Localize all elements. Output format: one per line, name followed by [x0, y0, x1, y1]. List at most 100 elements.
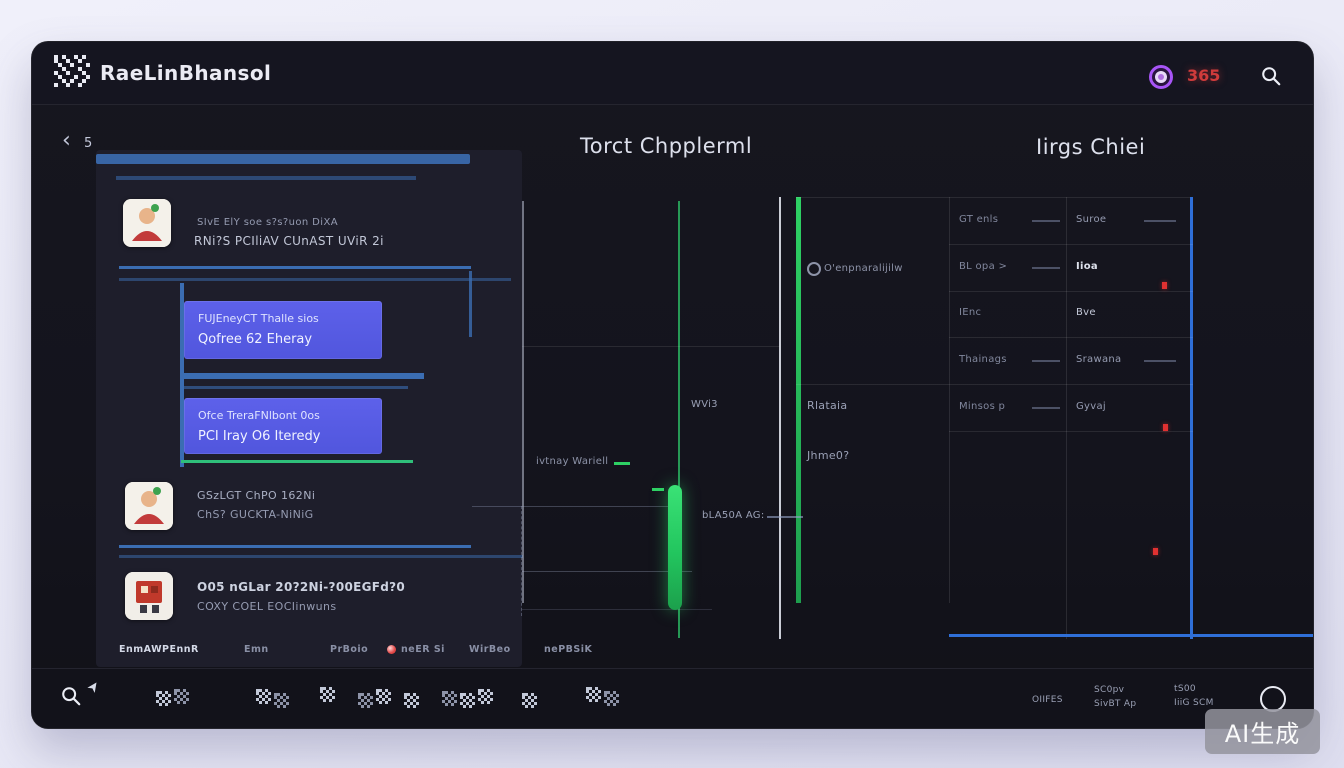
chart-label: O'enpnaralijilw — [824, 263, 903, 274]
chart-vline — [779, 197, 781, 639]
sparkline-dash — [1032, 267, 1060, 269]
divider — [184, 373, 424, 379]
avatar — [125, 482, 173, 530]
divider — [184, 386, 408, 389]
tab-1[interactable]: Emn — [244, 644, 269, 655]
chart-label: bLA50A AG: — [702, 510, 765, 521]
titlebar: RaeLinBhansol 365 — [32, 42, 1313, 105]
table-vline-blue — [1190, 197, 1193, 639]
item-subtitle: SIvE ElY soe s?s?uon DiXA — [197, 217, 338, 228]
chart-label: Rlataia — [807, 399, 848, 412]
toolbar-icon[interactable] — [522, 693, 525, 696]
item-subtitle: COXY COEL EOCIinwuns — [197, 600, 337, 613]
green-divider — [181, 460, 413, 463]
app-window: RaeLinBhansol 365 ‹ 5 Torct Chpplerml Ii… — [31, 41, 1314, 729]
sparkline-dash — [1032, 407, 1060, 409]
app-title: RaeLinBhansol — [100, 61, 272, 85]
table-row-value[interactable]: Iioa — [1076, 261, 1098, 272]
tab-4[interactable]: WirBeo — [469, 644, 511, 655]
selected-card[interactable]: FUJEneyCT Thalle sios Qofree 62 Eheray — [184, 301, 382, 359]
list-item[interactable]: O05 nGLar 20?2Ni-?00EGFd?0 COXY COEL EOC… — [119, 567, 519, 629]
toolbar-icon[interactable] — [586, 687, 589, 690]
group-border — [180, 283, 184, 467]
toolbar-status-label: IiiG SCM — [1174, 698, 1214, 708]
column-header-right: Iirgs Chiei — [1036, 135, 1146, 159]
table-gridline — [949, 431, 1193, 432]
table-row-name[interactable]: IEnc — [959, 307, 982, 318]
table-gridline — [796, 384, 1193, 385]
sparkline-dash — [1032, 220, 1060, 222]
table-vline — [949, 197, 950, 603]
table-gridline — [949, 337, 1193, 338]
toolbar-icon[interactable] — [442, 691, 445, 694]
back-chevron-icon[interactable]: ‹ — [62, 128, 71, 153]
table-gridline — [949, 244, 1193, 245]
table-row-name[interactable]: GT enls — [959, 214, 999, 225]
tab-3[interactable]: neER Si — [401, 644, 445, 655]
list-item[interactable]: GSzLGT ChPO 162Ni ChS? GUCKTA-NiNiG — [119, 477, 489, 539]
toolbar-icon[interactable] — [604, 691, 607, 694]
chart-gridline — [522, 571, 692, 572]
divider — [119, 555, 523, 558]
table-row-name[interactable]: BL opa > — [959, 261, 1008, 272]
group-border — [469, 271, 472, 337]
toolbar-icon[interactable] — [376, 689, 379, 692]
toolbar-icon[interactable] — [320, 687, 323, 690]
table-row-value[interactable]: Suroe — [1076, 214, 1107, 225]
target-icon[interactable] — [1148, 64, 1174, 90]
toolbar-icon[interactable] — [174, 689, 177, 692]
chart-label: ivtnay Wariell — [536, 456, 609, 467]
position-marker-bar[interactable] — [668, 485, 682, 610]
chart-gridline — [522, 346, 780, 347]
table-gridline — [796, 197, 1193, 198]
table-row-value[interactable]: Gyvaj — [1076, 401, 1106, 412]
page-number: 5 — [84, 136, 93, 151]
toolbar-icon[interactable] — [274, 693, 277, 696]
sparkline-dash — [1032, 360, 1060, 362]
accent-bar — [116, 176, 416, 180]
toolbar-icon[interactable] — [358, 693, 361, 696]
toolbar-icon[interactable] — [256, 689, 259, 692]
tab-2[interactable]: PrBoio — [330, 644, 369, 655]
divider — [119, 278, 511, 281]
chart-label: WVi3 — [691, 399, 718, 410]
toolbar-icon[interactable] — [478, 689, 481, 692]
cursor-icon[interactable]: ➤ — [83, 677, 104, 697]
chart-label: Jhme0? — [807, 449, 850, 462]
card-line1: FUJEneyCT Thalle sios — [198, 312, 319, 325]
toolbar-icon[interactable] — [156, 691, 159, 694]
toolbar-status-label: tS00 — [1174, 684, 1196, 694]
notification-badge[interactable]: 365 — [1187, 66, 1221, 85]
table-bottom-line — [949, 634, 1313, 637]
toolbar-icon[interactable] — [460, 693, 463, 696]
divider — [119, 266, 471, 269]
tab-5[interactable]: nePBSiK — [544, 644, 593, 655]
divider — [119, 545, 471, 548]
chart-gridline — [472, 506, 672, 507]
tab-0[interactable]: EnmAWPEnnR — [119, 644, 199, 655]
table-row-value[interactable]: Bve — [1076, 307, 1096, 318]
avatar — [123, 199, 171, 247]
card-line2: PCI Iray O6 Iteredy — [198, 429, 321, 444]
table-row-name[interactable]: Minsos p — [959, 401, 1006, 412]
selected-card[interactable]: Ofce TreraFNlbont 0os PCI Iray O6 Itered… — [184, 398, 382, 454]
search-icon[interactable] — [1260, 65, 1282, 87]
list-item[interactable]: SIvE ElY soe s?s?uon DiXA RNi?S PCIliAV … — [119, 194, 489, 266]
green-tick — [652, 488, 664, 491]
ai-watermark: AI生成 — [1205, 709, 1320, 754]
table-gridline — [949, 291, 1193, 292]
accent-bar — [96, 154, 470, 164]
item-title: O05 nGLar 20?2Ni-?00EGFd?0 — [197, 580, 406, 594]
card-line1: Ofce TreraFNlbont 0os — [198, 409, 320, 422]
record-dot-icon — [387, 645, 396, 654]
table-row-value[interactable]: Srawana — [1076, 354, 1122, 365]
chart-vline — [522, 201, 524, 603]
green-tick — [614, 462, 630, 465]
toolbar-icon[interactable] — [404, 693, 407, 696]
toolbar-search-icon[interactable] — [60, 685, 82, 707]
machine-icon — [125, 572, 173, 620]
toolbar-status-label: SivBT Ap — [1094, 699, 1137, 709]
item-title: GSzLGT ChPO 162Ni — [197, 489, 316, 502]
table-vline — [1066, 197, 1067, 639]
table-row-name[interactable]: Thainags — [959, 354, 1007, 365]
